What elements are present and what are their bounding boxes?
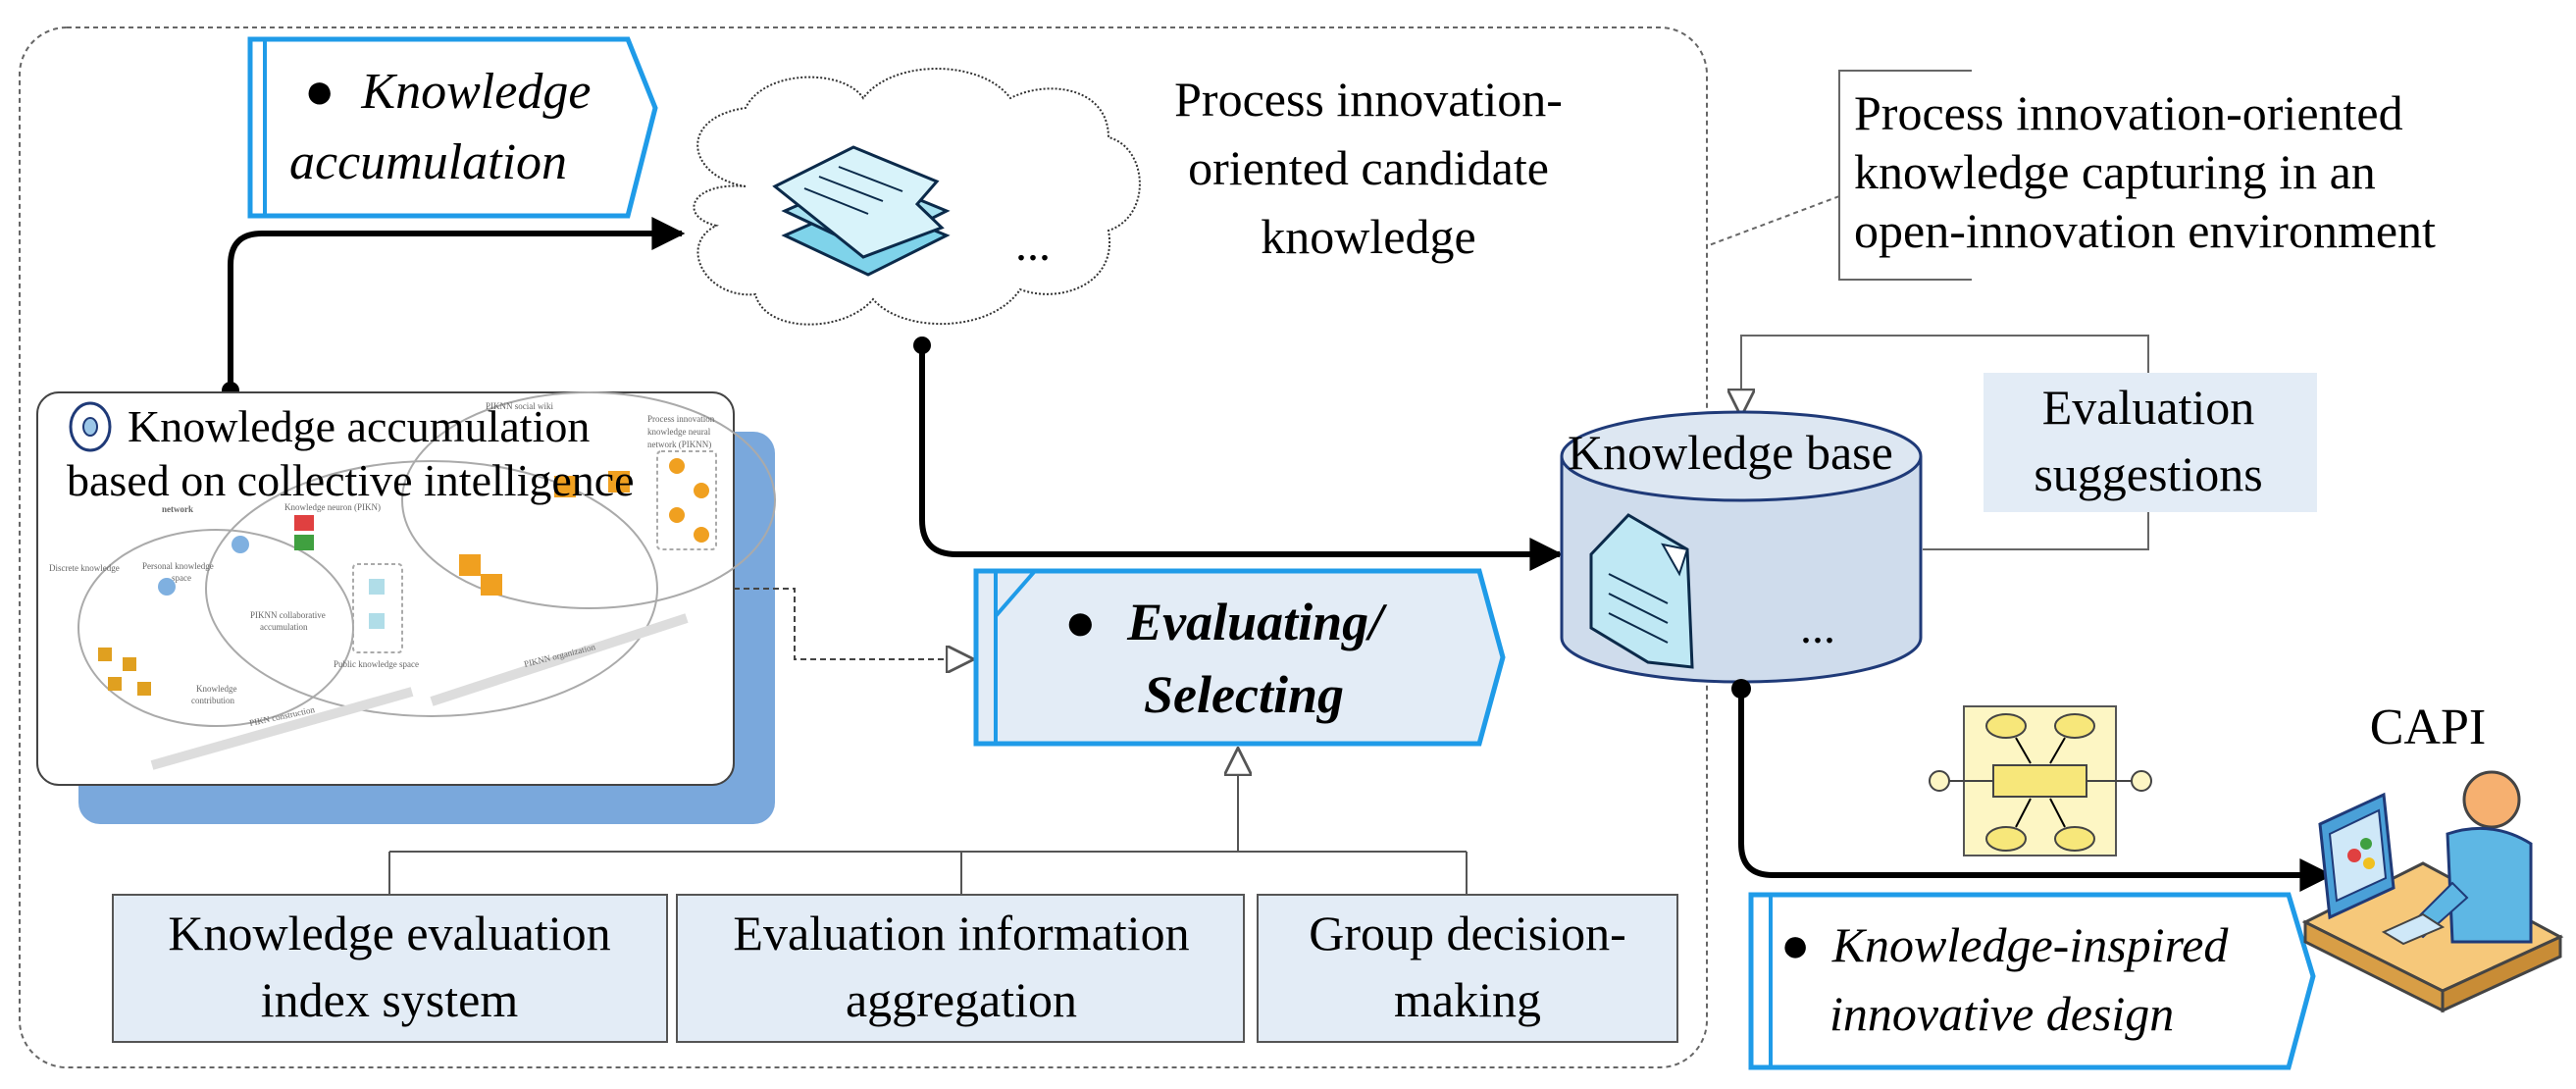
svg-text:● Knowledge: ● Knowledge [304,64,591,120]
svg-text:● Evaluating/: ● Evaluating/ [1064,593,1388,651]
candidate-line3: knowledge [1261,209,1475,264]
collective-line2: based on collective intelligence [67,455,635,505]
accumulation-arrow [228,217,686,390]
suggestions-line1: Evaluation [2042,380,2255,435]
bottom-box-group: Knowledge evaluation index system Evalua… [112,894,1678,1043]
inset-label-neuron: Knowledge neuron (PIKN) [284,502,381,512]
evaluation-suggestions-box: Evaluation suggestions [1984,373,2317,512]
capturing-line3: open-innovation environment [1854,203,2436,258]
knowledge-base-document-icon [1589,513,1694,669]
bottom-box-1-line2: index system [261,972,519,1027]
inset-label-piknn-2: knowledge neural [647,427,711,437]
tree-connector [388,751,1468,895]
inspired-line2: innovative design [1829,986,2174,1041]
evaluating-line1: Evaluating/ [1126,593,1388,651]
inset-label-piknn-1: Process innovation [647,414,715,424]
capturing-line1: Process innovation-oriented [1854,85,2403,140]
inspired-bullet: ● [1780,917,1810,972]
feedback-loop [1741,335,2149,550]
knowledge-base-label: Knowledge base [1568,425,1893,480]
candidate-line2: oriented candidate [1188,140,1549,195]
bottom-box-2-line2: aggregation [846,972,1077,1027]
capturing-note: Process innovation-oriented knowledge ca… [1708,70,2436,281]
bottom-box-2-line1: Evaluation information [733,906,1189,960]
module-icon [1929,705,2152,856]
knowledge-accumulation-tag: ● Knowledge accumulation [247,36,658,219]
svg-text:● Knowledge-inspired: ● Knowledge-inspired [1780,917,2229,972]
evaluating-line2: Selecting [1144,665,1344,724]
bottom-box-1-line1: Knowledge evaluation [168,906,610,960]
inset-label-contrib-2: contribution [191,696,234,705]
bottom-box-evaluation-index: Knowledge evaluation index system [112,894,668,1043]
document-stack-icon [772,145,951,277]
bullet: ● [304,64,335,120]
candidate-to-kb-arrow [919,345,1564,571]
collective-line1: Knowledge accumulation [128,401,590,451]
evaluating-selecting-box: ● Evaluating/ Selecting [973,568,1506,747]
inset-to-evaluating-arrow [734,588,971,659]
candidate-line1: Process innovation- [1174,72,1563,127]
suggestions-line2: suggestions [2034,446,2262,501]
collective-intelligence-inset: PIKNN social wiki Process innovation kno… [36,391,776,786]
inset-label-discrete: Discrete knowledge [49,563,120,573]
inset-node-icons [98,458,709,696]
knowledge-inspired-tag: ● Knowledge-inspired innovative design [1748,892,2316,1070]
inset-label-collab-1: PIKNN collaborative [250,610,326,620]
bottom-box-group-decision: Group decision- making [1257,894,1678,1043]
inset-label-network: network [162,504,193,514]
inset-label-personal-2: space [172,573,191,583]
bottom-box-3-line2: making [1394,972,1541,1027]
kb-ellipsis: ... [1800,601,1835,653]
capi-workstation-icon [2301,770,2564,1013]
bottom-box-3-line1: Group decision- [1309,906,1626,960]
inset-label-personal-1: Personal knowledge [142,561,214,571]
inset-label-social-wiki: PIKNN social wiki [486,401,553,411]
inset-label-piknn-3: network (PIKNN) [647,440,711,449]
cloud-ellipsis: ... [1015,219,1051,271]
inset-label-collab-2: accumulation [260,622,308,632]
knowledge-accumulation-line2: accumulation [289,134,567,190]
inspired-line1: Knowledge-inspired [1831,917,2230,972]
capturing-line2: knowledge capturing in an [1854,144,2376,199]
candidate-knowledge-label: Process innovation- oriented candidate k… [1174,72,1563,264]
knowledge-accumulation-line1: Knowledge [360,64,591,120]
inset-label-public-space: Public knowledge space [334,659,419,669]
capi-label: CAPI [2370,700,2486,755]
inset-label-contrib-1: Knowledge [196,684,237,694]
bottom-box-information-aggregation: Evaluation information aggregation [676,894,1245,1043]
disc-icon [69,401,112,452]
evaluating-bullet: ● [1064,593,1097,651]
knowledge-base-cylinder: Knowledge base ... [1560,410,1923,684]
kb-to-capi-arrow [1738,687,2334,892]
